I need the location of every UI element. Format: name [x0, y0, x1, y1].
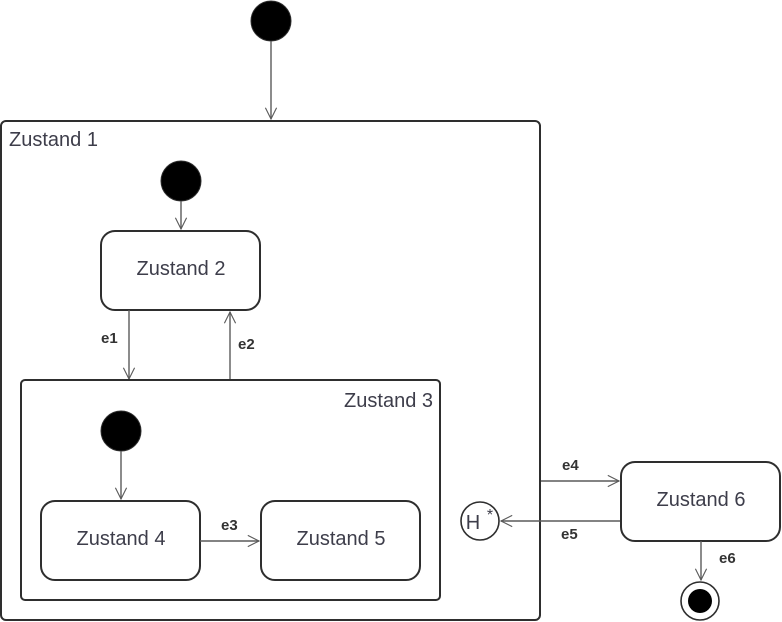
state-zustand-5[interactable]	[260, 500, 421, 581]
state-zustand-1-label: Zustand 1	[9, 129, 98, 151]
state-zustand-3-label: Zustand 3	[344, 390, 433, 412]
state-zustand-4-label: Zustand 4	[77, 528, 166, 550]
history-node[interactable]	[460, 501, 500, 541]
state-zustand-2-label: Zustand 2	[137, 258, 226, 280]
initial-node-zustand1[interactable]	[160, 160, 202, 202]
transition-e6-label: e6	[719, 550, 736, 567]
transition-e4-label: e4	[562, 457, 579, 474]
transition-e1-label: e1	[101, 330, 118, 347]
initial-node-zustand3[interactable]	[100, 410, 142, 452]
state-zustand-6-label: Zustand 6	[657, 489, 746, 511]
transition-e3-label: e3	[221, 517, 238, 534]
state-zustand-2[interactable]	[100, 230, 261, 311]
state-zustand-5-label: Zustand 5	[297, 528, 386, 550]
initial-node-top[interactable]	[250, 0, 292, 42]
history-node-star: *	[487, 507, 493, 524]
final-node-inner	[688, 589, 712, 613]
history-node-letter: H	[466, 512, 480, 534]
transition-e2-label: e2	[238, 336, 255, 353]
transition-e5-label: e5	[561, 526, 578, 543]
